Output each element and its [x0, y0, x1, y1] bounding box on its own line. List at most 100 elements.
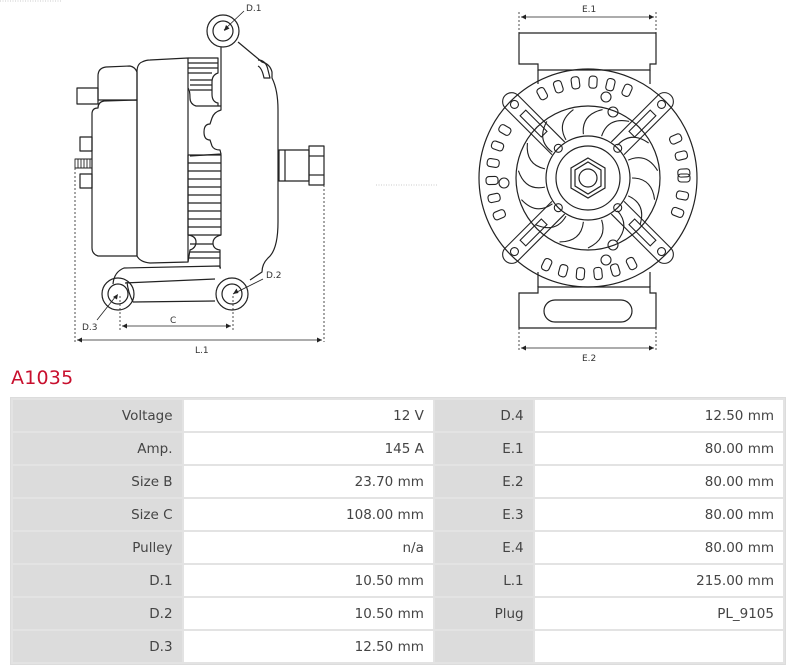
- vent-slot: [669, 133, 683, 145]
- vent-slot: [670, 206, 685, 218]
- rotor-ring: [515, 105, 661, 251]
- spec-value-left: 10.50 mm: [183, 565, 433, 596]
- fan-blade: [559, 221, 584, 243]
- fan-blade: [601, 120, 630, 137]
- spec-value-left: 12 V: [183, 400, 433, 431]
- vent-slot: [486, 157, 500, 168]
- vent-slot: [498, 124, 512, 136]
- spec-label-right: E.2: [434, 466, 533, 497]
- spec-value-right: 80.00 mm: [534, 532, 783, 563]
- bracket-arm: [502, 200, 566, 264]
- cooling-fins-upper: [187, 57, 219, 107]
- housing-hole: [607, 106, 619, 118]
- vent-slot: [575, 267, 586, 281]
- bracket-arm: [610, 200, 674, 264]
- spec-label-right: Plug: [434, 598, 533, 629]
- housing-hole: [600, 254, 612, 266]
- spec-label-right: E.1: [434, 433, 533, 464]
- housing-hole: [498, 177, 510, 189]
- spec-label-left: D.1: [13, 565, 182, 596]
- outer-housing-ring: [478, 68, 698, 288]
- mount-ear-d1: [206, 14, 240, 48]
- fan-blade: [561, 109, 574, 141]
- vent-slot: [552, 79, 564, 94]
- fan-blade: [521, 199, 553, 210]
- lower-bracket: [112, 265, 221, 303]
- front-arrowheads: [521, 14, 654, 351]
- bracket-arm: [610, 92, 674, 156]
- fan-blade: [631, 177, 656, 200]
- spec-label-left: Amp.: [13, 433, 182, 464]
- front-housing-lug: [257, 59, 271, 79]
- arm-slot: [519, 218, 548, 247]
- spec-value-right: 80.00 mm: [534, 433, 783, 464]
- spec-label-left: Size B: [13, 466, 182, 497]
- housing-hole: [607, 239, 619, 251]
- bracket-slot: [543, 299, 633, 323]
- front-view-drawing: [478, 32, 698, 329]
- vent-slot: [485, 175, 499, 186]
- spec-value-left: n/a: [183, 532, 433, 563]
- label-l1: L.1: [195, 346, 209, 356]
- spec-label-right: L.1: [434, 565, 533, 596]
- spec-value-left: 108.00 mm: [183, 499, 433, 530]
- spec-label-left: Size C: [13, 499, 182, 530]
- cooling-fins-lower: [187, 154, 222, 268]
- vent-slot: [677, 173, 691, 183]
- arrowheads: [77, 25, 322, 343]
- front-housing: [220, 41, 279, 281]
- fan-blade: [535, 215, 567, 229]
- label-d1: D.1: [246, 4, 262, 14]
- hub-outer: [545, 135, 631, 221]
- rear-housing: [91, 99, 138, 257]
- fan-blade: [616, 210, 625, 243]
- spec-value-right: 80.00 mm: [534, 499, 783, 530]
- vent-slot: [675, 190, 690, 201]
- hub-bolt-hole: [553, 143, 563, 153]
- front-top-bracket: [518, 32, 657, 71]
- label-c: C: [170, 316, 176, 326]
- vent-slot: [588, 75, 598, 89]
- vent-slot: [605, 77, 616, 92]
- fan-blade: [582, 108, 603, 135]
- terminal-thread: [74, 158, 93, 169]
- spec-label-left: D.3: [13, 631, 182, 662]
- bracket-arm: [502, 92, 566, 156]
- spec-label-right: [434, 631, 533, 662]
- vent-slot: [593, 266, 603, 281]
- vent-slot: [570, 76, 581, 90]
- fan-blade: [627, 195, 643, 226]
- vent-slot: [674, 150, 689, 161]
- front-bottom-bracket: [518, 286, 657, 329]
- vent-slot: [621, 83, 633, 97]
- spec-value-right: 80.00 mm: [534, 466, 783, 497]
- spec-label-left: Pulley: [13, 532, 182, 563]
- mount-ear-d3: [101, 277, 135, 311]
- spec-value-right: 12.50 mm: [534, 400, 783, 431]
- vent-slot: [557, 264, 569, 278]
- mount-ear-d2: [215, 277, 249, 311]
- fan-blade: [542, 121, 553, 153]
- spec-value-left: 10.50 mm: [183, 598, 433, 629]
- arm-slot: [628, 109, 657, 138]
- leader-d3: [96, 295, 117, 321]
- spec-label-left: Voltage: [13, 400, 182, 431]
- spec-value-right: PL_9105: [534, 598, 783, 629]
- arm-bolt-hole: [656, 246, 667, 257]
- arm-slot: [519, 109, 548, 138]
- stator-housing: [136, 57, 189, 264]
- spec-label-right: D.4: [434, 400, 533, 431]
- vent-slot: [677, 168, 691, 178]
- part-number-title: A1035: [11, 367, 74, 389]
- housing-notch: [189, 105, 222, 157]
- spec-value-right: [534, 631, 783, 662]
- fan-blade: [526, 142, 546, 170]
- arm-bolt-hole: [509, 246, 520, 257]
- label-d2: D.2: [266, 271, 282, 281]
- arm-bolt-hole: [509, 99, 520, 110]
